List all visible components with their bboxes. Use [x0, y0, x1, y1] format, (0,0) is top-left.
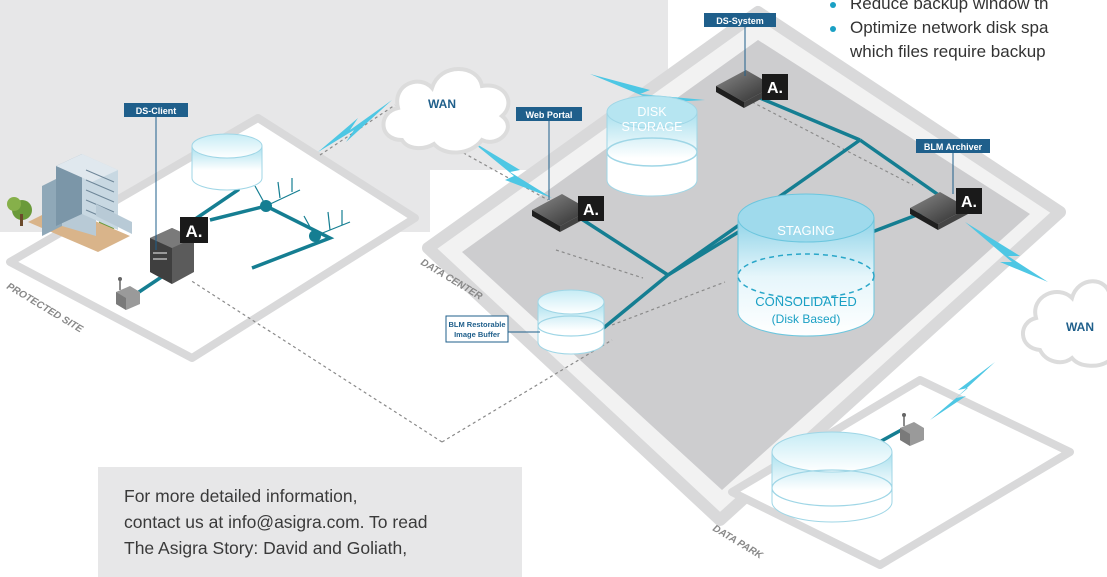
consolidated-label: CONSOLIDATED [755, 294, 857, 309]
asigra-logo-icon: A. [578, 196, 604, 221]
blm-archiver-tag: BLM Archiver [916, 139, 990, 194]
disk-based-label: (Disk Based) [772, 312, 841, 326]
blm-buffer-tag: BLM Restorable Image Buffer [445, 315, 540, 343]
ds-client-tag-text: DS-Client [136, 106, 177, 116]
wan-label-right: WAN [1066, 320, 1094, 334]
ds-system-tag-text: DS-System [716, 16, 764, 26]
contact-info-line: For more detailed information, [124, 486, 358, 506]
asigra-logo-icon: A. [956, 188, 982, 214]
router-icon [116, 277, 140, 310]
disk-storage-cylinder: DISK STORAGE [606, 95, 698, 197]
staging-label: STAGING [777, 223, 835, 238]
data-park-cylinder [771, 431, 893, 523]
disk-storage-label-2: STORAGE [622, 120, 683, 134]
blm-buffer-cylinder [537, 289, 605, 355]
network-hub-node [309, 230, 321, 242]
wan-cloud-top: WAN [381, 67, 511, 155]
blm-buffer-tag-line2: Image Buffer [454, 330, 500, 339]
wan-label-top: WAN [428, 97, 456, 111]
blm-archiver-tag-text: BLM Archiver [924, 142, 983, 152]
staging-cylinder: STAGING CONSOLIDATED (Disk Based) [737, 193, 875, 337]
ds-client-tag: DS-Client [124, 103, 188, 250]
logo-glyph: A. [583, 202, 599, 219]
feature-bullet-item: Reduce backup window th [822, 0, 1107, 16]
feature-bullet-list: Reduce backup window th Optimize network… [822, 0, 1107, 64]
router-icon [900, 413, 924, 446]
client-disk-cylinder [191, 133, 263, 191]
protected-site-platform [6, 114, 419, 362]
disk-storage-label-1: DISK [637, 105, 667, 119]
logo-glyph: A. [961, 194, 977, 211]
feature-bullet-item: Optimize network disk spa [822, 16, 1107, 40]
lightning-bolt-icons [318, 74, 1048, 420]
blm-buffer-tag-line1: BLM Restorable [448, 320, 505, 329]
contact-info-text: For more detailed information, contact u… [124, 483, 427, 561]
building-icon [7, 154, 132, 252]
data-park-label: DATA PARK [710, 523, 765, 562]
asigra-logo-icon: A. [762, 74, 788, 100]
contact-info-box: For more detailed information, contact u… [98, 467, 522, 577]
feature-bullet-continuation: which files require backup [850, 42, 1046, 61]
web-portal-tag-text: Web Portal [526, 110, 573, 120]
network-hub-node [260, 200, 272, 212]
contact-info-line: contact us at info@asigra.com. To read [124, 512, 428, 532]
asigra-logo-icon: A. [180, 217, 208, 243]
client-hub-branches [254, 178, 351, 237]
wan-cloud-right: WAN [1021, 279, 1107, 368]
web-portal-tag: Web Portal [516, 107, 582, 200]
contact-info-line: The Asigra Story: David and Goliath, [124, 538, 408, 558]
ds-system-tag: DS-System [704, 13, 776, 76]
logo-glyph: A. [767, 80, 783, 97]
logo-glyph: A. [186, 222, 203, 241]
